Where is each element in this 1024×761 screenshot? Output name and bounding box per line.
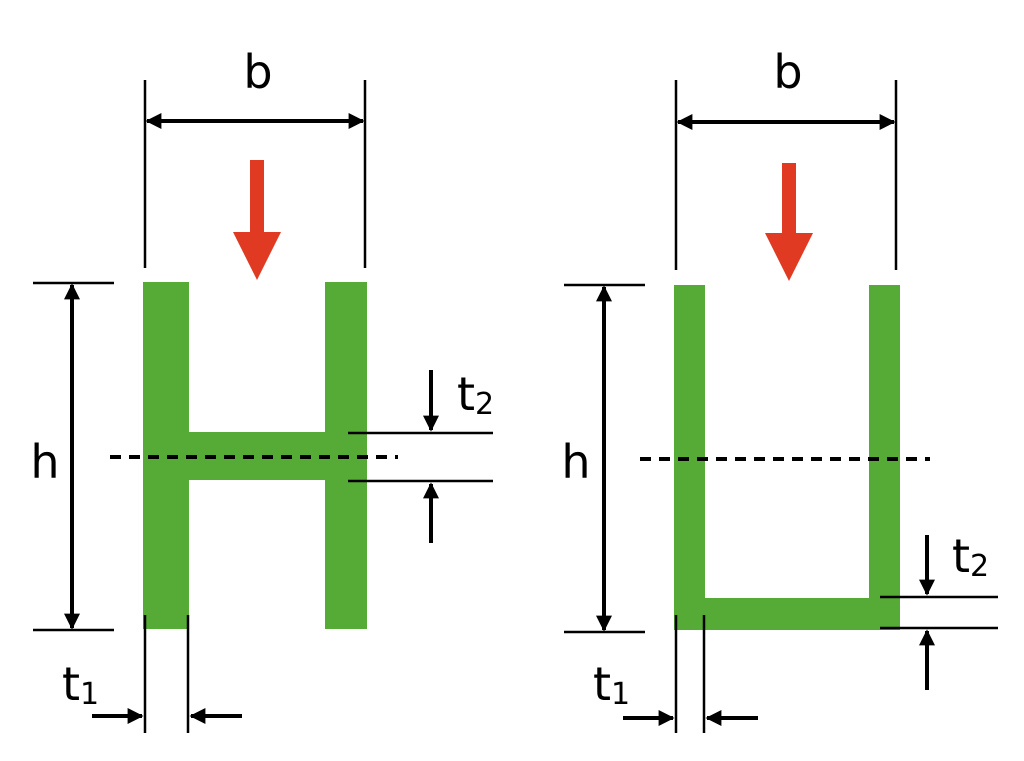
h-section-group: b h t2 t1 (30, 45, 494, 733)
h-height-label: h (30, 435, 59, 489)
u-section-group: b h t2 t1 (561, 45, 998, 733)
h-load-arrow (233, 160, 281, 280)
h-width-label: b (243, 45, 272, 99)
h-t2-label: t2 (457, 367, 494, 422)
u-width-label: b (773, 45, 802, 99)
u-t1-label: t1 (593, 657, 630, 712)
h-t1-label: t1 (62, 657, 99, 712)
u-t2-label: t2 (952, 529, 989, 584)
u-bottom-flange (674, 598, 900, 630)
u-load-arrow (765, 163, 813, 281)
u-height-label: h (561, 435, 590, 489)
